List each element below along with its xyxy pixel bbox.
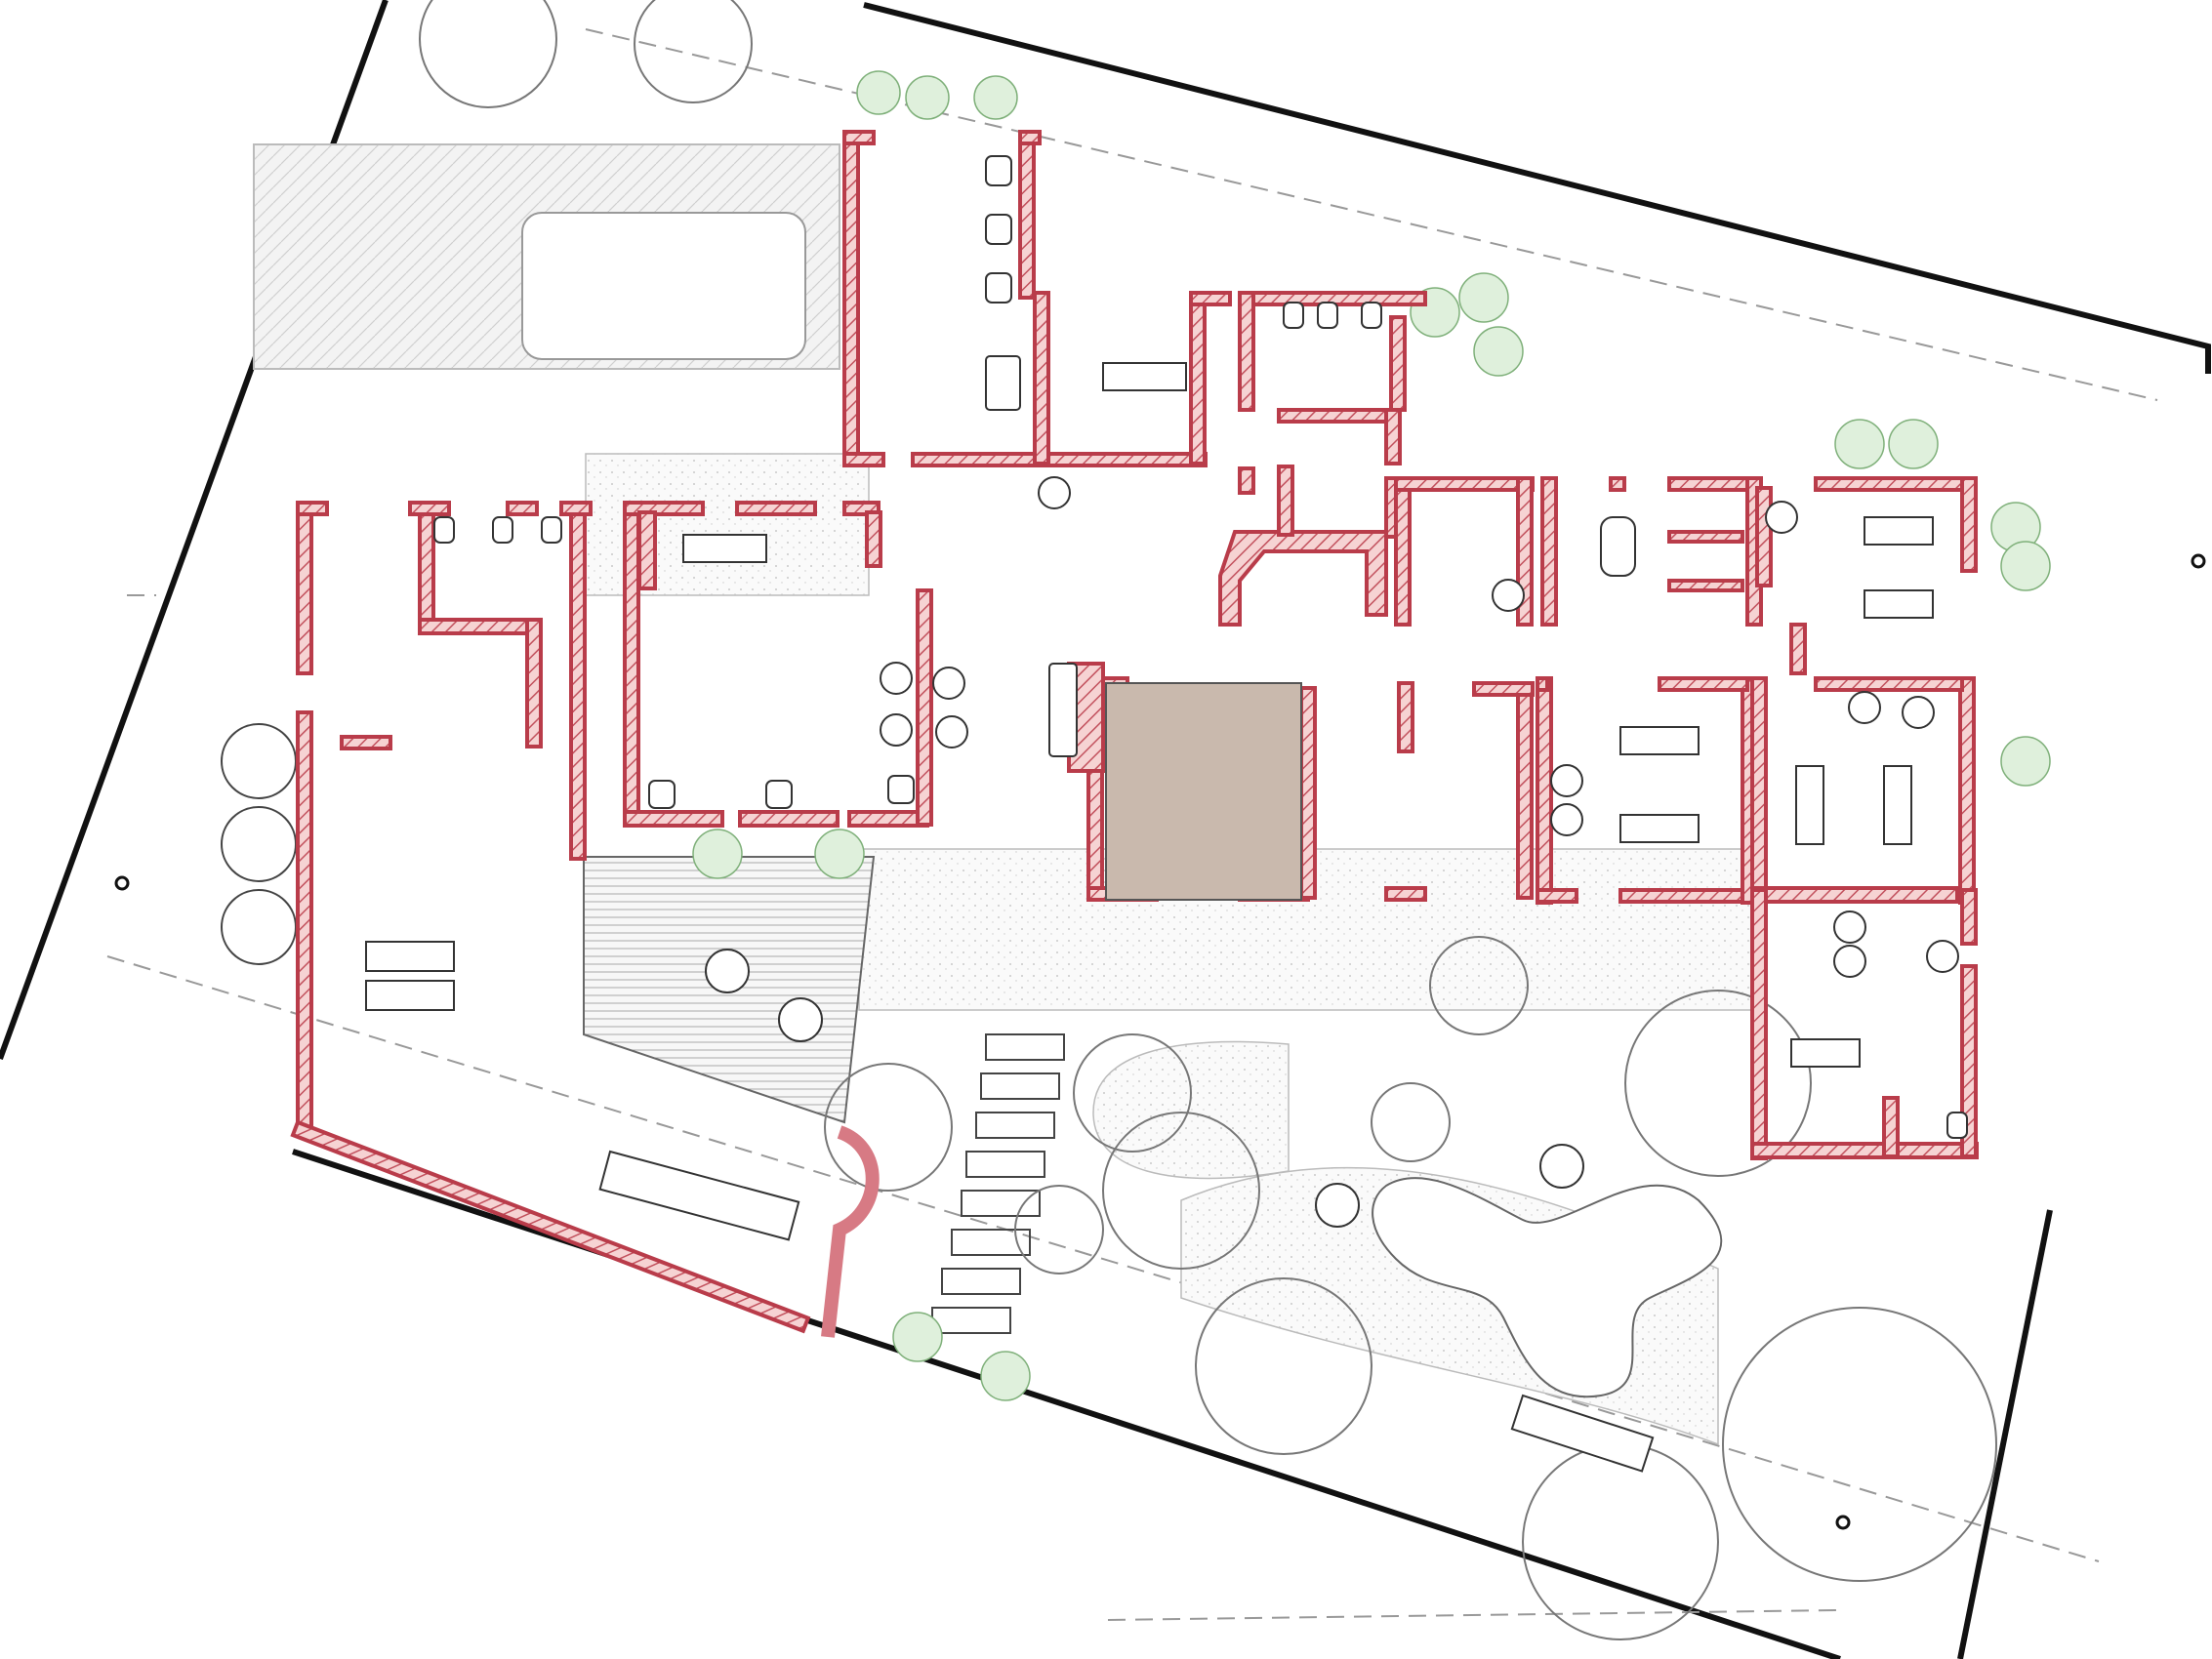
bed-icon <box>1790 1038 1861 1068</box>
pond <box>1372 1177 1723 1398</box>
sofa-icon <box>985 355 1021 411</box>
bed-icon <box>1883 765 1912 845</box>
chair-icon <box>1765 501 1798 534</box>
tree-icon <box>634 0 753 103</box>
chair-icon <box>1926 940 1959 973</box>
chair-icon <box>932 667 965 700</box>
sanitary <box>433 302 1968 1139</box>
table-icon <box>598 1150 800 1241</box>
tree-icon <box>1624 990 1812 1177</box>
bed-icon <box>1619 726 1700 755</box>
bed-icon <box>1864 516 1934 546</box>
toilet-icon <box>1946 1112 1968 1139</box>
round-stepping-pads <box>221 723 297 965</box>
chair-icon <box>935 715 968 749</box>
table-icon <box>1315 1183 1360 1228</box>
pool <box>521 212 806 360</box>
toilet-icon <box>1361 302 1382 329</box>
chair-icon <box>985 214 1012 245</box>
chair-icon <box>880 713 913 747</box>
tree-icon <box>1073 1033 1192 1153</box>
table-icon <box>365 980 455 1011</box>
toilet-icon <box>492 516 513 544</box>
table-icon <box>778 997 823 1042</box>
chair-icon <box>1833 910 1866 944</box>
chair-icon <box>1902 696 1935 729</box>
table-icon <box>365 941 455 972</box>
chair-icon <box>1038 476 1071 509</box>
bed-icon <box>1619 814 1700 843</box>
tree-icon <box>1722 1307 1997 1582</box>
bed-icon <box>1102 362 1187 391</box>
outdoor-seating <box>365 941 1655 1473</box>
stepping-stones <box>931 1033 1065 1334</box>
chair-icon <box>1833 945 1866 978</box>
chairs <box>648 155 1959 978</box>
table-icon <box>1510 1394 1655 1473</box>
chair-icon <box>765 780 793 809</box>
toilet-icon <box>1283 302 1304 329</box>
chair-icon <box>1492 579 1525 612</box>
chair-icon <box>985 272 1012 303</box>
chair-icon <box>648 780 676 809</box>
chair-icon <box>887 775 915 804</box>
chair-icon <box>880 662 913 695</box>
paved-courtyard <box>253 143 840 370</box>
toilet-icon <box>1317 302 1338 329</box>
survey-markers <box>114 553 2206 1530</box>
walls <box>290 130 1979 1338</box>
toilet-icon <box>541 516 562 544</box>
chair-icon <box>1848 691 1881 724</box>
sink-icon <box>1600 516 1636 577</box>
tree-icon <box>1195 1277 1372 1455</box>
tree-icon <box>419 0 557 108</box>
tree-icon <box>1371 1082 1451 1162</box>
tree-icon <box>1429 936 1529 1035</box>
tree-icon <box>1102 1112 1260 1270</box>
shrubs <box>692 70 2051 1401</box>
table-icon <box>1539 1144 1584 1189</box>
chair-icon <box>985 155 1012 186</box>
chair-icon <box>1550 803 1583 836</box>
sofa-icon <box>1048 663 1078 757</box>
highlighted-room <box>1105 682 1302 901</box>
bed-icon <box>682 534 767 563</box>
chair-icon <box>1550 764 1583 797</box>
bed-icon <box>1864 589 1934 619</box>
toilet-icon <box>433 516 455 544</box>
beds <box>682 362 1934 1068</box>
tree-icon <box>824 1063 953 1192</box>
table-icon <box>705 949 750 993</box>
tree-icon <box>1014 1185 1104 1275</box>
bed-icon <box>1795 765 1824 845</box>
